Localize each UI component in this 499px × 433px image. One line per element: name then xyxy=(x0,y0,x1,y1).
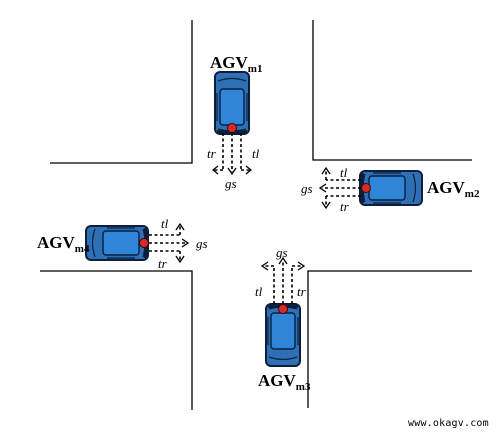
road-edge-top-left xyxy=(50,20,193,164)
agv-m1-label-center: gs xyxy=(225,176,237,191)
agv-m1: tr gs tl AGVm1 xyxy=(207,53,262,191)
agv-m2-label-top: tl xyxy=(340,165,348,180)
agv-m2-label-bottom: tr xyxy=(340,199,350,214)
agv-m4-label-center: gs xyxy=(196,236,208,251)
agv-m1-paths xyxy=(211,133,253,176)
agv-m4-name: AGVm4 xyxy=(37,233,90,255)
watermark: www.okagv.com xyxy=(408,418,489,429)
agv-m2-sensor xyxy=(361,183,371,193)
road-edge-top-right xyxy=(312,20,472,161)
agv-m2-paths xyxy=(318,166,361,210)
agv-m3-paths xyxy=(260,256,306,304)
agv-m1-label-left: tr xyxy=(207,146,217,161)
agv-m1-name: AGVm1 xyxy=(210,53,262,75)
agv-m4: tl gs tr AGVm4 xyxy=(37,216,208,271)
agv-m3-name: AGVm3 xyxy=(258,371,311,393)
agv-m3-label-left: tl xyxy=(255,284,263,299)
agv-m4-paths xyxy=(149,222,190,264)
road-edges xyxy=(40,20,472,410)
agv-m1-sensor xyxy=(227,123,237,133)
agv-m4-label-top: tl xyxy=(161,216,169,231)
agv-m2-name: AGVm2 xyxy=(427,178,480,200)
agv-m2: tl gs tr AGVm2 xyxy=(301,165,480,214)
agv-m3-label-center: gs xyxy=(276,245,288,260)
agv-m3: tl gs tr AGVm3 xyxy=(255,245,311,393)
agv-m1-label-right: tl xyxy=(252,146,260,161)
agv-m4-label-bottom: tr xyxy=(158,256,168,271)
agv-m4-vehicle xyxy=(85,225,149,261)
road-edge-bottom-right xyxy=(307,270,472,408)
agv-m2-label-center: gs xyxy=(301,181,313,196)
road-edge-bottom-left xyxy=(40,270,193,410)
agv-m4-sensor xyxy=(139,238,149,248)
agv-m3-label-right: tr xyxy=(297,284,307,299)
agv-m3-sensor xyxy=(278,304,288,314)
